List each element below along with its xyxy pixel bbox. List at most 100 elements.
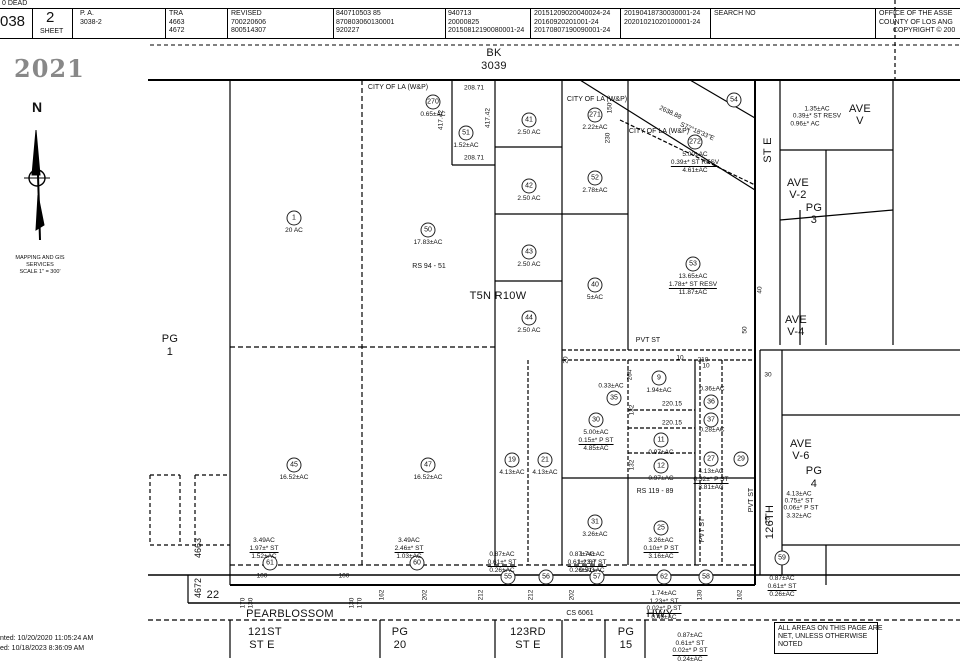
map-header: 0 DEAD 038 2 SHEET P. A. 3038-2 TRA 4663… (0, 0, 960, 40)
parcel-271: 271 (588, 108, 603, 123)
book-number: 038 (0, 14, 25, 30)
dimension-label: 162 (736, 590, 744, 601)
area-line: 0.26±AC (488, 567, 517, 575)
dimension-label: 170 (239, 598, 247, 609)
rev-col5-2: 20201021020100001-24 (624, 19, 700, 28)
dimension-label: 100 (257, 572, 268, 580)
area-line: 0.02±* P ST (673, 647, 708, 656)
parcel-35: 35 (607, 391, 622, 406)
parcel-area-21: 4.13±AC (532, 469, 557, 477)
parcel-number: 43 (522, 245, 537, 260)
city-label-2: CITY OF LA (W&P) (567, 96, 627, 104)
rev-col3-3: 20150812190080001-24 (448, 27, 524, 36)
parcel-58: 58 (699, 570, 714, 585)
123rd-label: 123RD (510, 626, 546, 638)
parcel-45: 45 (287, 458, 302, 473)
dimension-label: 264 (626, 370, 634, 381)
dimension-label: 10 (702, 362, 709, 370)
parcel-number: 29 (734, 452, 749, 467)
area-line: 2.50 AC (517, 261, 540, 269)
area-line: 3.81±AC (694, 484, 729, 492)
parcel-area-52: 2.78±AC (582, 187, 607, 195)
parcel-number: 51 (459, 126, 474, 141)
area-line: 16.52±AC (280, 474, 309, 482)
search-label: SEARCH NO (714, 10, 756, 19)
parcel-36: 36 (704, 395, 719, 410)
dimension-label: 162 (378, 590, 386, 601)
parcel-number: 21 (538, 453, 553, 468)
121st-label: 121ST (248, 626, 282, 638)
parcel-number: 58 (699, 570, 714, 585)
dimension-label: 132 (628, 460, 636, 471)
footer-line-2: ed: 10/18/2023 8:36:09 AM (0, 645, 84, 654)
area-line: 0.49±AC (647, 614, 682, 622)
area-line: 0.24±AC (673, 656, 708, 663)
map-year: 2021 (14, 54, 85, 83)
parcel-number: 9 (652, 371, 667, 386)
st-e-label: ST E (762, 137, 774, 162)
scale-line-2: SERVICES (26, 262, 54, 269)
area-line: 0.97±AC (648, 449, 673, 457)
dimension-label: 212 (527, 590, 535, 601)
area-line: 1.78±* ST RESV (669, 281, 717, 290)
parcel-number: 44 (522, 311, 537, 326)
num-22: 22 (207, 589, 220, 601)
pg-left-number: 1 (167, 346, 173, 358)
parcel-53: 53 (686, 257, 701, 272)
123rd-st-e: ST E (515, 639, 540, 651)
area-line: 0.61±* ST (768, 583, 797, 592)
parcel-number: 271 (588, 108, 603, 123)
pg20-label: PG (392, 626, 409, 638)
dimension-label: 132 (628, 405, 636, 416)
area-line: 0.61±* ST (488, 559, 517, 568)
parcel-area-51: 1.52±AC (453, 142, 478, 150)
parcel-number: 62 (657, 570, 672, 585)
area-line: 0.10±* P ST (644, 545, 679, 554)
dimension-label: 150 (606, 103, 614, 114)
office-line-3: COPYRIGHT © 200 (893, 27, 955, 36)
parcel-37: 37 (704, 413, 719, 428)
dimension-label: 20 (562, 356, 570, 363)
pvt-st-label-2: PVT ST (699, 518, 707, 542)
parcel-number: 25 (654, 521, 669, 536)
parcel-29: 29 (734, 452, 749, 467)
scale-line-3: SCALE 1" = 300' (19, 269, 60, 276)
area-line: 1.97±* ST (250, 545, 279, 554)
ave-v2-label: AVE (787, 177, 809, 189)
rev-col2-1: 840710503 85 (336, 10, 381, 19)
area-line: 17.83±AC (414, 239, 443, 247)
ave-v6-label: AVE (790, 438, 812, 450)
area-line: 0.32±* P ST (694, 476, 729, 485)
parcel-51: 51 (459, 126, 474, 141)
area-0-28: 0.28±AC (699, 426, 724, 434)
dimension-label: 202 (568, 590, 576, 601)
parcel-area-19: 4.13±AC (499, 469, 524, 477)
parcel-56: 56 (539, 570, 554, 585)
city-label-3: CITY OF LA (W&P) (629, 128, 689, 136)
121st-st-e: ST E (249, 639, 274, 651)
parcel-number: 19 (505, 453, 520, 468)
rs-label-2: RS 119 - 89 (637, 488, 674, 496)
parcel-area-50: 17.83±AC (414, 239, 443, 247)
parcel-19: 19 (505, 453, 520, 468)
dimension-label: 202 (421, 590, 429, 601)
parcel-11: 11 (654, 433, 669, 448)
area-line: 1.52±AC (250, 553, 279, 561)
parcel-number: 1 (287, 211, 302, 226)
parcel-number: 42 (522, 179, 537, 194)
dimension-label: 30 (764, 371, 771, 379)
township-label: T5N R10W (470, 290, 527, 302)
rev-col3-1: 940713 (448, 10, 471, 19)
dimension-label: 130 (696, 590, 704, 601)
parcel-40: 40 (588, 278, 603, 293)
dimension-label: 10 (676, 354, 683, 362)
parcel-number: 56 (539, 570, 554, 585)
dimension-label: 50 (741, 326, 749, 333)
parcel-number: 35 (607, 391, 622, 406)
parcel-number: 53 (686, 257, 701, 272)
ave-v-number: V (856, 115, 864, 127)
